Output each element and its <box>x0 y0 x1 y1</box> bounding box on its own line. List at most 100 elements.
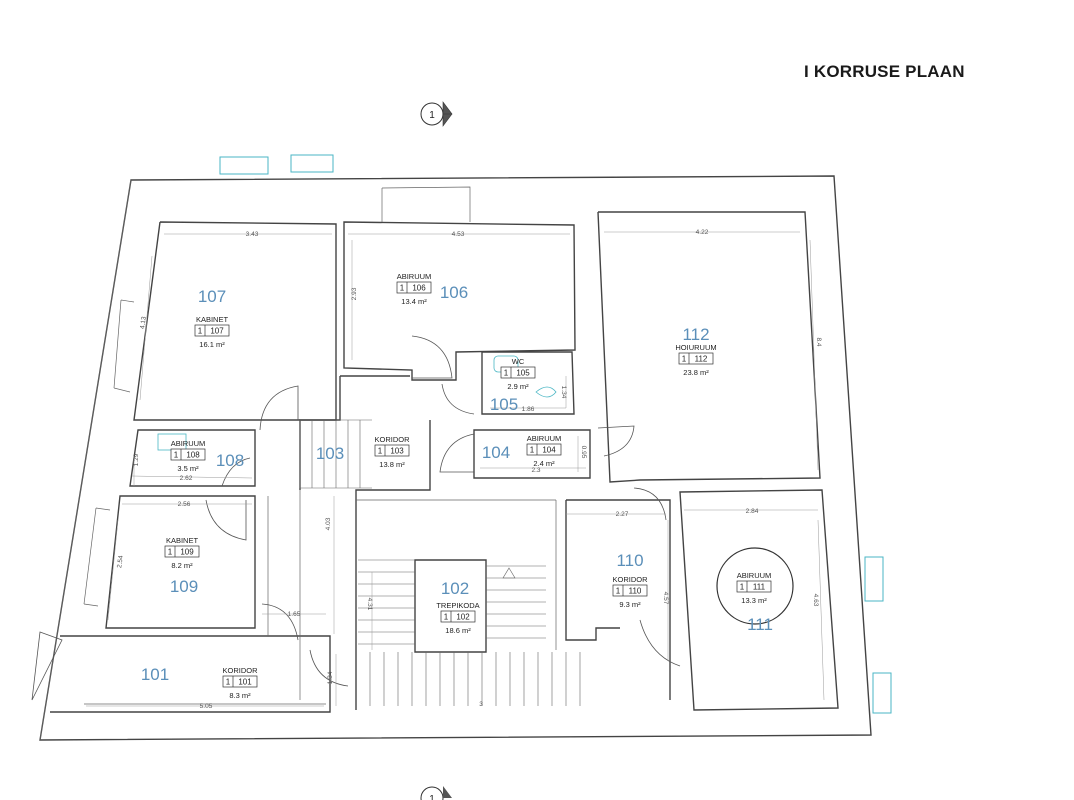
room-code: 104 <box>542 446 556 455</box>
window-right-1 <box>864 556 884 602</box>
dim-label: 2.62 <box>180 475 193 482</box>
dim-label: 0.95 <box>580 446 587 459</box>
room-floor: 1 <box>400 284 405 293</box>
outer-walls <box>39 175 872 741</box>
room-code-box <box>374 444 410 457</box>
room-number: 104 <box>482 443 510 462</box>
room-name: TREPIKODA <box>436 601 479 610</box>
room-floor: 1 <box>530 446 535 455</box>
room-name: HOIURUUM <box>675 343 716 352</box>
dim-label: 3.43 <box>246 231 259 238</box>
dim-label: 2.54 <box>116 555 125 569</box>
dim-label: 3 <box>479 701 483 708</box>
dimension-labels: 3.43 4.53 4.22 4.13 2.93 8.4 1.86 1.34 0… <box>116 229 822 710</box>
room-area: 16.1 m² <box>199 340 225 349</box>
room-area: 13.3 m² <box>741 596 767 605</box>
room-number: 111 <box>747 615 773 634</box>
room-code: 110 <box>629 587 642 596</box>
room-floor: 1 <box>444 613 449 622</box>
section-marker-bottom-label: 1 <box>429 794 435 800</box>
interior-walls <box>50 186 839 713</box>
room-area: 3.5 m² <box>177 464 199 473</box>
room-name: ABIRUUM <box>527 434 562 443</box>
dim-label: 1.34 <box>327 671 334 684</box>
room-code-box <box>222 675 258 688</box>
window-top-2 <box>290 154 334 173</box>
room-floor: 1 <box>378 447 383 456</box>
room-number: 110 <box>616 551 643 570</box>
room-floor: 1 <box>198 327 203 336</box>
dim-label: 1.86 <box>522 406 535 413</box>
room-name: KORIDOR <box>612 575 648 584</box>
room-number: 112 <box>682 325 709 344</box>
room-code-box <box>164 545 200 558</box>
dim-label: 5.05 <box>200 703 213 710</box>
room-area: 18.6 m² <box>445 626 471 635</box>
room-number: 101 <box>141 665 169 684</box>
room-number: 107 <box>198 287 226 306</box>
room-name: ABIRUUM <box>737 571 772 580</box>
room-code-box <box>500 366 536 379</box>
dim-label: 4.22 <box>696 229 709 236</box>
room-name: KABINET <box>196 315 229 324</box>
room-floor: 1 <box>504 369 509 378</box>
dim-label: 8.4 <box>815 337 822 346</box>
room-code-box <box>170 448 206 461</box>
room-area: 23.8 m² <box>683 368 709 377</box>
room-code: 109 <box>180 548 194 557</box>
stairs <box>299 419 581 706</box>
room-code-box <box>526 443 562 456</box>
plan-title: I KORRUSE PLAAN <box>804 62 965 81</box>
doors <box>31 335 681 701</box>
room-name: KORIDOR <box>374 435 410 444</box>
room-104: 104 ABIRUUM 1 104 2.4 m² <box>482 434 562 468</box>
room-number: 103 <box>316 444 344 463</box>
room-code: 106 <box>412 284 426 293</box>
room-number: 105 <box>490 395 518 414</box>
dim-label: 2.3 <box>531 467 540 474</box>
room-code-box <box>194 324 230 337</box>
dim-label: 4.31 <box>366 598 373 611</box>
room-code: 105 <box>516 369 530 378</box>
room-floor: 1 <box>174 451 179 460</box>
dim-label: 4.53 <box>452 231 465 238</box>
room-code: 111 <box>753 583 766 592</box>
room-name: KORIDOR <box>222 666 258 675</box>
section-marker-top: 1 <box>420 101 453 127</box>
room-area: 13.4 m² <box>401 297 427 306</box>
room-floor: 1 <box>740 583 745 592</box>
room-floor: 1 <box>168 548 173 557</box>
dim-label: 4.63 <box>812 594 819 607</box>
room-area: 13.8 m² <box>379 460 405 469</box>
exterior-windows <box>219 154 892 714</box>
room-area: 2.4 m² <box>533 459 555 468</box>
room-floor: 1 <box>226 678 231 687</box>
dim-label: 1.65 <box>288 611 301 618</box>
room-code-box <box>736 580 772 593</box>
room-code-box <box>678 352 714 365</box>
room-code-box <box>396 281 432 294</box>
room-name: WC <box>512 357 525 366</box>
room-name: ABIRUUM <box>171 439 206 448</box>
room-number: 108 <box>216 451 244 470</box>
room-name: ABIRUUM <box>397 272 432 281</box>
room-code: 107 <box>210 327 224 336</box>
room-111-circle <box>716 547 794 625</box>
room-floor: 1 <box>616 587 621 596</box>
window-right-2 <box>872 672 892 714</box>
room-number: 102 <box>441 579 469 598</box>
dim-label: 4.13 <box>139 316 148 330</box>
dim-label: 2.56 <box>178 501 191 508</box>
dim-label: 2.84 <box>746 508 759 515</box>
